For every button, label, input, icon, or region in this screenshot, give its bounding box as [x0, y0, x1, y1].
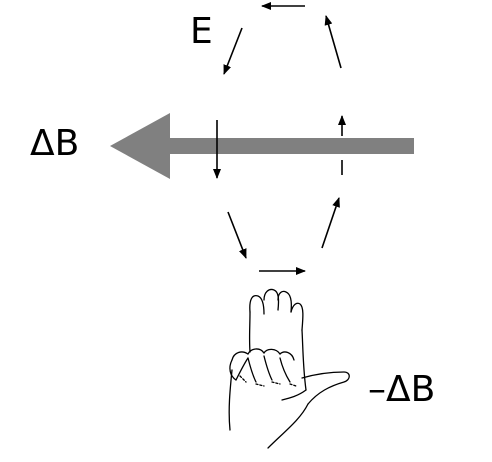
delta-b-arrow-head	[110, 113, 170, 179]
right-hand-icon	[228, 288, 350, 449]
label-delta-b: ΔB	[30, 123, 80, 164]
e-arrow-upper-right	[324, 15, 342, 69]
delta-b-arrow	[110, 113, 414, 179]
e-arrow-lower-left	[227, 211, 247, 259]
e-arrow-upper-left	[223, 27, 243, 75]
label-electric-field: E	[190, 11, 213, 52]
delta-b-arrow-shaft	[160, 138, 414, 154]
e-arrow-lower-right	[321, 197, 340, 249]
electric-field-loop	[213, 2, 346, 275]
label-induced-delta-b: –ΔB	[368, 369, 436, 410]
